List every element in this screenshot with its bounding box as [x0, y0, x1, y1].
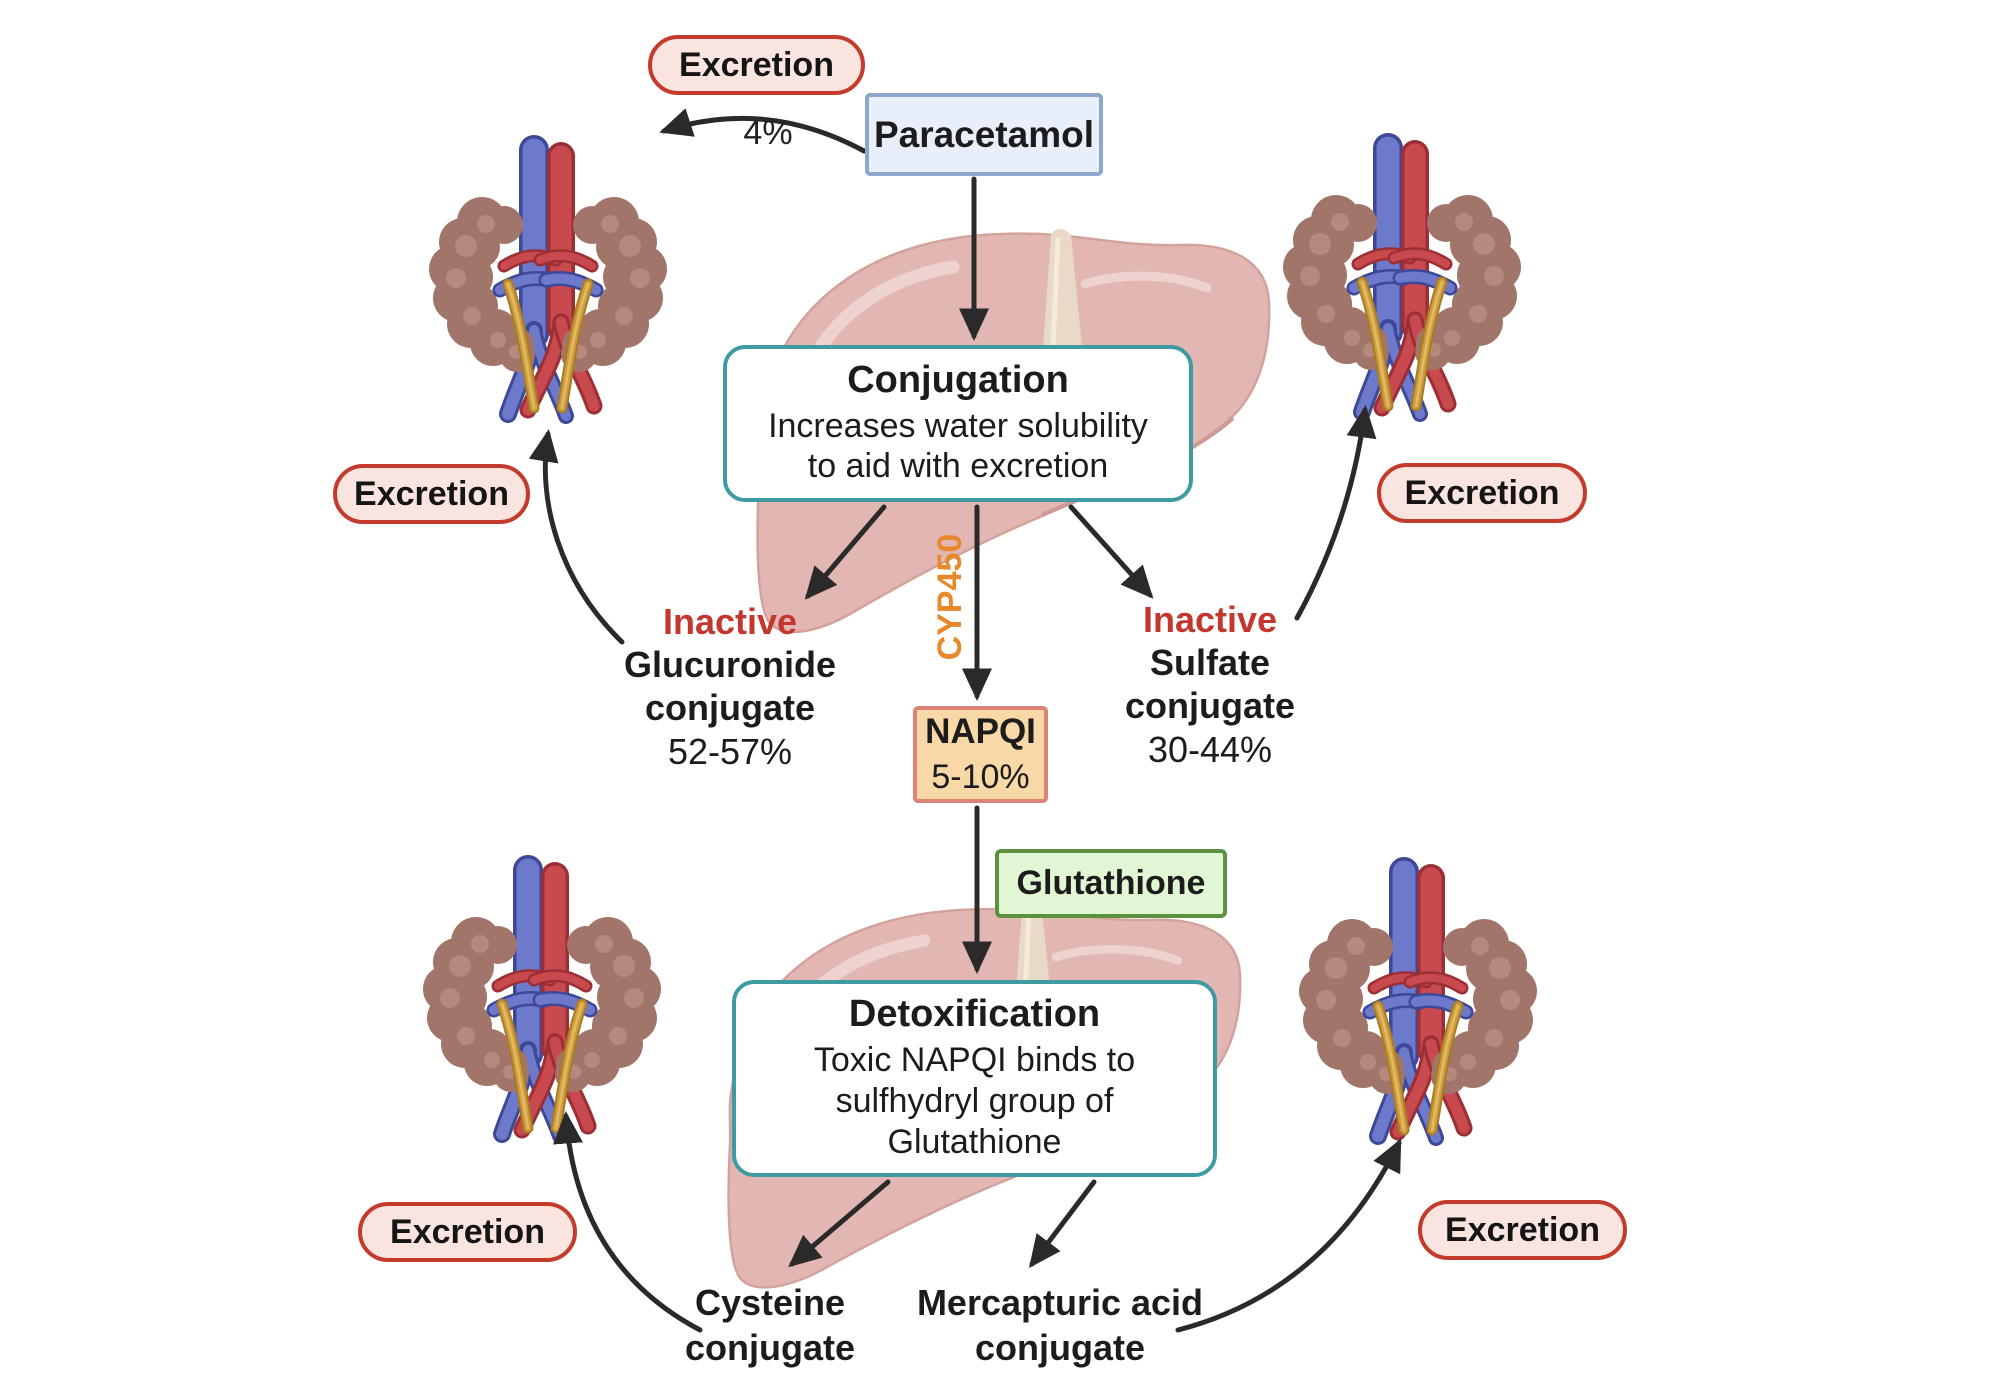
arrow-paracetamol-to-excretion — [659, 108, 867, 154]
arrow-sulfate-to-kidney — [1294, 405, 1377, 621]
excretion-pill-top: Excretion — [648, 35, 865, 95]
glucuronide-name-line2: conjugate — [644, 687, 815, 729]
glutathione-label: Glutathione — [1016, 864, 1206, 902]
glucuronide-name-line1: Glucuronide — [623, 644, 836, 686]
excretion-pill-mid-right: Excretion — [1377, 463, 1587, 523]
paracetamol-excreted-percent-label: 4% — [743, 114, 793, 152]
sulfate-name-line2: conjugate — [1124, 685, 1295, 727]
conjugation-description-line2: to aid with excretion — [807, 447, 1109, 486]
arrow-conjugation-to-sulfate — [1068, 504, 1154, 599]
conjugation-description-line1: Increases water solubility — [768, 406, 1148, 445]
napqi-percent: 5-10% — [931, 758, 1030, 797]
mercapturic-name-line1: Mercapturic acid — [916, 1282, 1204, 1323]
sulfate-status: Inactive — [1142, 599, 1278, 640]
excretion-pill-bottom-left: Excretion — [358, 1202, 577, 1262]
cysteine-name-line1: Cysteine — [694, 1282, 846, 1323]
excretion-pill-label: Excretion — [1404, 473, 1560, 512]
arrow-detoxification-to-cysteine — [788, 1179, 891, 1268]
sulfate-percent: 30-44% — [1147, 728, 1273, 770]
glucuronide-percent: 52-57% — [667, 730, 793, 772]
detoxification-description-line1: Toxic NAPQI binds to — [813, 1041, 1136, 1080]
detoxification-description-line3: Glutathione — [887, 1122, 1062, 1161]
cysteine-name-line2: conjugate — [684, 1327, 855, 1368]
arrow-conjugation-to-glucuronide — [804, 504, 887, 600]
excretion-pill-label: Excretion — [679, 45, 834, 84]
glucuronide-branch: Inactive Glucuronide conjugate 52-57% — [600, 600, 860, 773]
sulfate-branch: Inactive Sulfate conjugate 30-44% — [1080, 598, 1340, 771]
paracetamol-node: Paracetamol — [865, 93, 1103, 176]
mercapturic-conjugate-label: Mercapturic acid conjugate — [890, 1280, 1230, 1370]
kidneys-illustration-bottom-right — [1299, 872, 1537, 1138]
detoxification-node: Detoxification Toxic NAPQI binds to sulf… — [732, 980, 1217, 1177]
detoxification-title: Detoxification — [848, 993, 1101, 1036]
cyp450-enzyme-label: CYP450 — [931, 533, 969, 661]
excretion-pill-mid-left: Excretion — [333, 464, 530, 524]
arrow-detoxification-to-mercapturic — [1028, 1179, 1097, 1268]
paracetamol-label: Paracetamol — [873, 113, 1095, 155]
napqi-node: NAPQI 5-10% — [913, 706, 1048, 803]
mercapturic-name-line2: conjugate — [974, 1327, 1145, 1368]
excretion-pill-label: Excretion — [354, 474, 509, 513]
detoxification-description-line2: sulfhydryl group of — [835, 1082, 1114, 1120]
conjugation-node: Conjugation Increases water solubility t… — [723, 345, 1193, 502]
kidneys-illustration-top-left — [429, 150, 667, 416]
conjugation-title: Conjugation — [847, 358, 1069, 401]
sulfate-name-line1: Sulfate — [1149, 642, 1271, 684]
arrow-cysteine-to-kidney — [553, 1111, 703, 1333]
napqi-label: NAPQI — [925, 711, 1036, 751]
excretion-pill-label: Excretion — [390, 1212, 545, 1251]
kidneys-illustration-top-right — [1283, 148, 1521, 414]
glutathione-node: Glutathione — [995, 849, 1227, 918]
glucuronide-status: Inactive — [662, 601, 798, 642]
excretion-pill-bottom-right: Excretion — [1418, 1200, 1627, 1260]
cysteine-conjugate-label: Cysteine conjugate — [650, 1280, 890, 1370]
arrow-mercapturic-to-kidney — [1175, 1138, 1402, 1333]
arrow-glucuronide-to-kidney — [528, 429, 625, 645]
excretion-pill-label: Excretion — [1445, 1210, 1600, 1249]
kidneys-illustration-bottom-left — [423, 870, 661, 1136]
